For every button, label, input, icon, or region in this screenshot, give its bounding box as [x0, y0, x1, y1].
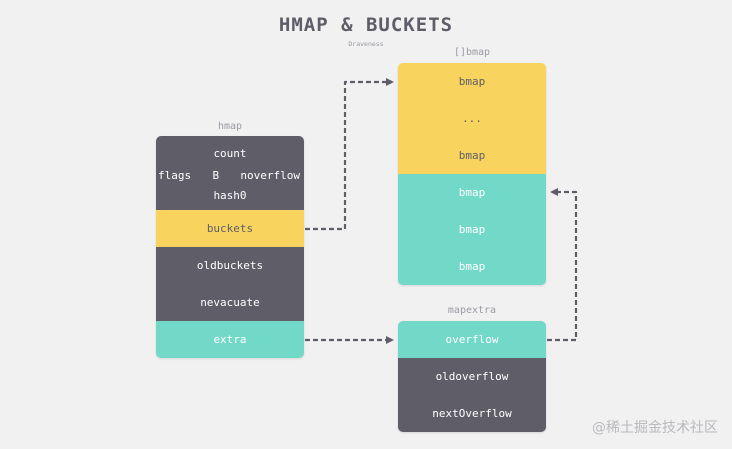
hmap-box: count flags B noverflow hash0 buckets ol… — [156, 136, 304, 358]
bmap-overflow-cell: bmap — [398, 174, 546, 211]
hmap-field-hash0: hash0 — [213, 189, 247, 202]
watermark-text: @稀土掘金技术社区 — [592, 420, 718, 436]
bmap-cell: bmap — [398, 137, 546, 174]
mapextra-field-overflow: overflow — [398, 321, 546, 358]
bmap-array-caption: []bmap — [453, 47, 491, 58]
overflow-pointer-arrow — [547, 188, 578, 342]
hmap-flags-row: flags B noverflow — [156, 166, 304, 186]
hmap-header-fields: count flags B noverflow hash0 — [156, 136, 304, 210]
mapextra-box: overflow oldoverflow nextOverflow — [398, 321, 546, 432]
bmap-overflow-cell: bmap — [398, 211, 546, 248]
bmap-cell: bmap — [398, 63, 546, 100]
hmap-field-b: B — [212, 169, 220, 182]
author-credit: Draveness — [348, 40, 384, 48]
bmap-overflow-cell: bmap — [398, 248, 546, 285]
bmap-array-box: bmap ... bmap bmap bmap bmap — [398, 63, 546, 285]
diagram-title: HMAP & BUCKETS — [278, 14, 454, 36]
buckets-pointer-arrow — [305, 78, 394, 231]
hmap-field-noverflow: noverflow — [240, 169, 300, 182]
mapextra-caption: mapextra — [447, 305, 497, 316]
mapextra-field-nextoverflow: nextOverflow — [398, 395, 546, 432]
bmap-ellipsis-cell: ... — [398, 100, 546, 137]
hmap-field-nevacuate: nevacuate — [156, 284, 304, 321]
hmap-field-buckets: buckets — [156, 210, 304, 247]
hmap-field-extra: extra — [156, 321, 304, 358]
hmap-field-oldbuckets: oldbuckets — [156, 247, 304, 284]
mapextra-field-oldoverflow: oldoverflow — [398, 358, 546, 395]
hmap-field-flags: flags — [158, 169, 192, 182]
hmap-field-count: count — [213, 147, 247, 160]
hmap-caption: hmap — [217, 121, 243, 132]
